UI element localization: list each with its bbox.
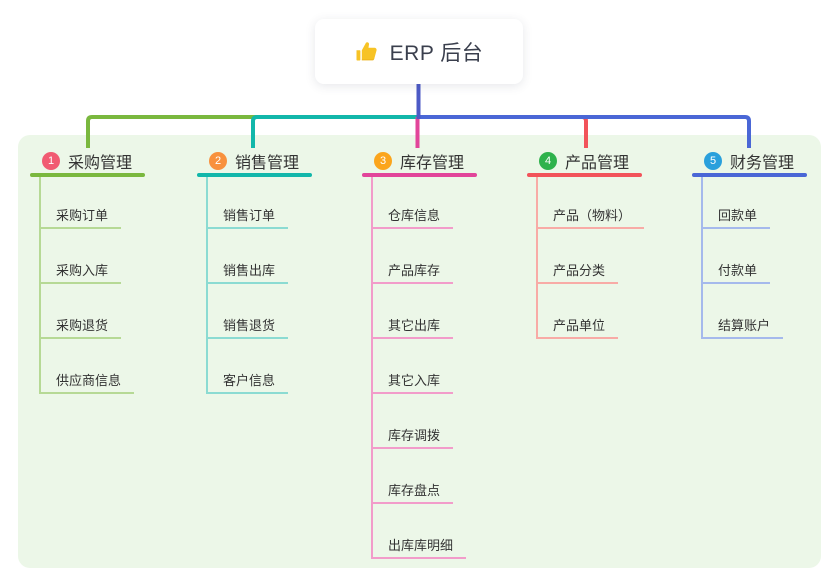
branch-underline bbox=[362, 173, 477, 177]
child-node[interactable]: 销售订单 bbox=[206, 205, 289, 229]
child-node[interactable]: 付款单 bbox=[701, 260, 771, 284]
branch-underline bbox=[197, 173, 312, 177]
root-node[interactable]: ERP 后台 bbox=[315, 19, 523, 84]
child-node[interactable]: 出库库明细 bbox=[371, 535, 467, 559]
branch-number-badge: 2 bbox=[209, 152, 227, 170]
child-node[interactable]: 销售退货 bbox=[206, 315, 289, 339]
child-node[interactable]: 供应商信息 bbox=[39, 370, 135, 394]
branch-child-line bbox=[371, 177, 373, 559]
child-node[interactable]: 库存盘点 bbox=[371, 480, 454, 504]
child-node[interactable]: 回款单 bbox=[701, 205, 771, 229]
branch-child-line bbox=[39, 177, 41, 394]
branch-child-line bbox=[206, 177, 208, 394]
branch-number-badge: 3 bbox=[374, 152, 392, 170]
branch-node[interactable]: 1 采购管理 bbox=[42, 150, 132, 172]
root-title: ERP 后台 bbox=[389, 41, 484, 65]
child-node[interactable]: 库存调拨 bbox=[371, 425, 454, 449]
branch-number-badge: 4 bbox=[539, 152, 557, 170]
branch-number-badge: 1 bbox=[42, 152, 60, 170]
branch-title[interactable]: 产品管理 bbox=[565, 155, 630, 172]
branch-underline bbox=[692, 173, 807, 177]
branch-node[interactable]: 4 产品管理 bbox=[539, 150, 629, 172]
branch-node[interactable]: 5 财务管理 bbox=[704, 150, 794, 172]
branch-node[interactable]: 2 销售管理 bbox=[209, 150, 299, 172]
branches-panel bbox=[18, 135, 821, 568]
child-node[interactable]: 产品单位 bbox=[536, 315, 619, 339]
child-node[interactable]: 仓库信息 bbox=[371, 205, 454, 229]
child-node[interactable]: 采购入库 bbox=[39, 260, 122, 284]
branch-title[interactable]: 采购管理 bbox=[68, 155, 133, 172]
child-node[interactable]: 产品库存 bbox=[371, 260, 454, 284]
child-node[interactable]: 采购订单 bbox=[39, 205, 122, 229]
branch-title[interactable]: 库存管理 bbox=[400, 155, 465, 172]
branch-child-line bbox=[701, 177, 703, 339]
child-node[interactable]: 客户信息 bbox=[206, 370, 289, 394]
branch-underline bbox=[30, 173, 145, 177]
branch-underline bbox=[527, 173, 642, 177]
child-node[interactable]: 产品（物料） bbox=[536, 205, 645, 229]
branch-title[interactable]: 销售管理 bbox=[235, 155, 300, 172]
branch-number-badge: 5 bbox=[704, 152, 722, 170]
child-node[interactable]: 采购退货 bbox=[39, 315, 122, 339]
branch-title[interactable]: 财务管理 bbox=[730, 155, 795, 172]
branch-node[interactable]: 3 库存管理 bbox=[374, 150, 464, 172]
child-node[interactable]: 产品分类 bbox=[536, 260, 619, 284]
branch-child-line bbox=[536, 177, 538, 339]
child-node[interactable]: 其它出库 bbox=[371, 315, 454, 339]
child-node[interactable]: 其它入库 bbox=[371, 370, 454, 394]
thumbs-up-icon bbox=[356, 41, 377, 60]
child-node[interactable]: 结算账户 bbox=[701, 315, 784, 339]
child-node[interactable]: 销售出库 bbox=[206, 260, 289, 284]
